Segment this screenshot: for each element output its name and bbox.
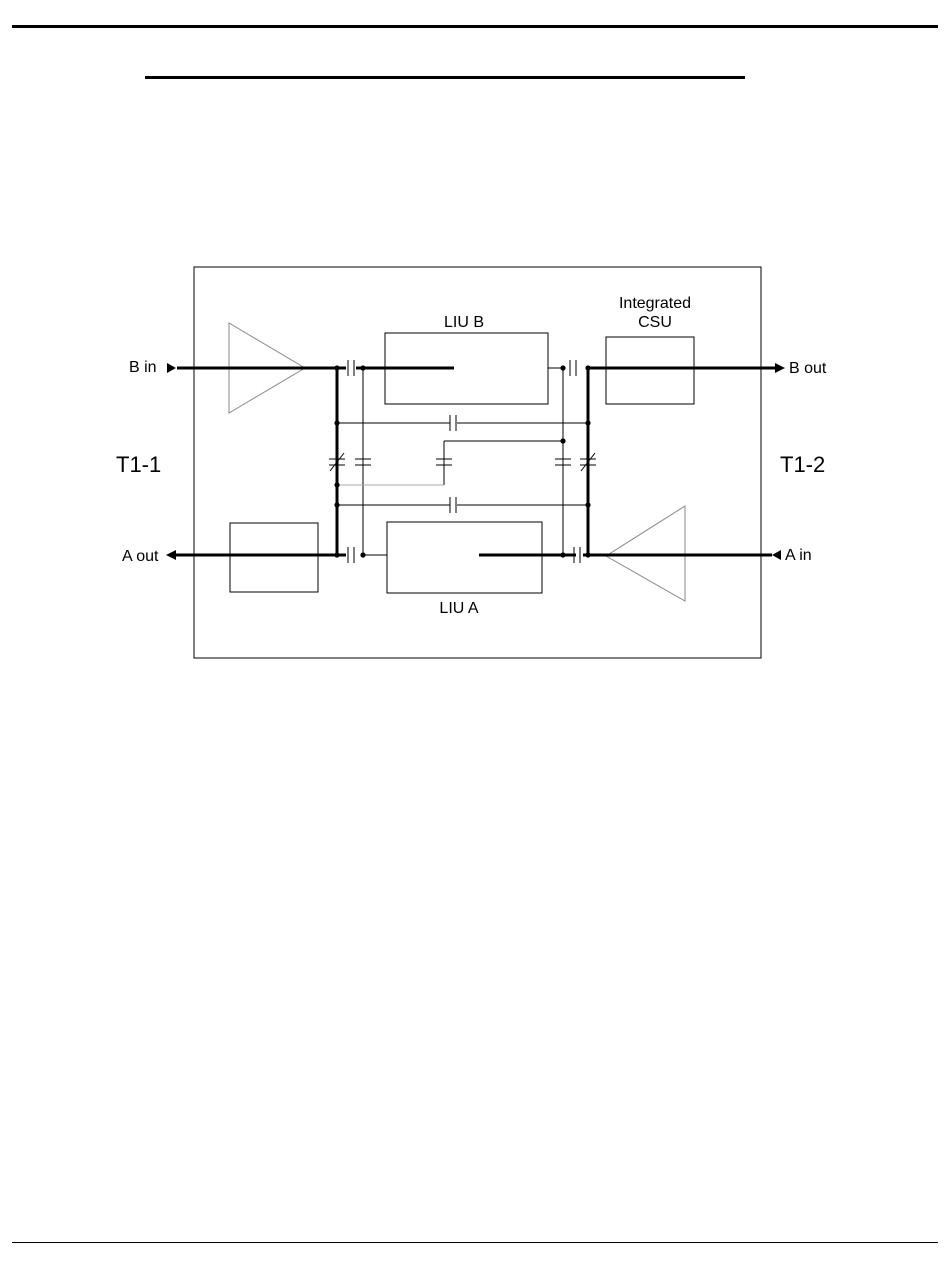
a-out-label: A out (122, 548, 159, 565)
capacitor-symbols (329, 360, 596, 563)
thin-wiring (337, 368, 588, 555)
t1-2-label: T1-2 (780, 452, 825, 477)
a-out-arrow-icon (166, 550, 176, 560)
left-bottom-box (230, 523, 318, 592)
bypass-verticals (337, 368, 588, 555)
csu-label-line1: Integrated (619, 295, 691, 312)
csu-box (606, 337, 694, 404)
csu-label-line2: CSU (638, 314, 672, 331)
liu-a-box (387, 522, 542, 593)
t1-1-label: T1-1 (116, 452, 161, 477)
b-out-arrow-icon (775, 363, 785, 373)
b-out-label: B out (789, 360, 827, 377)
a-in-label: A in (785, 547, 812, 564)
liu-b-label: LIU B (444, 314, 484, 331)
a-in-arrow-icon (772, 550, 781, 560)
junction-dots (334, 365, 590, 557)
liu-a-label: LIU A (439, 600, 478, 617)
b-in-label: B in (129, 359, 157, 376)
b-in-arrow-icon (167, 363, 176, 373)
